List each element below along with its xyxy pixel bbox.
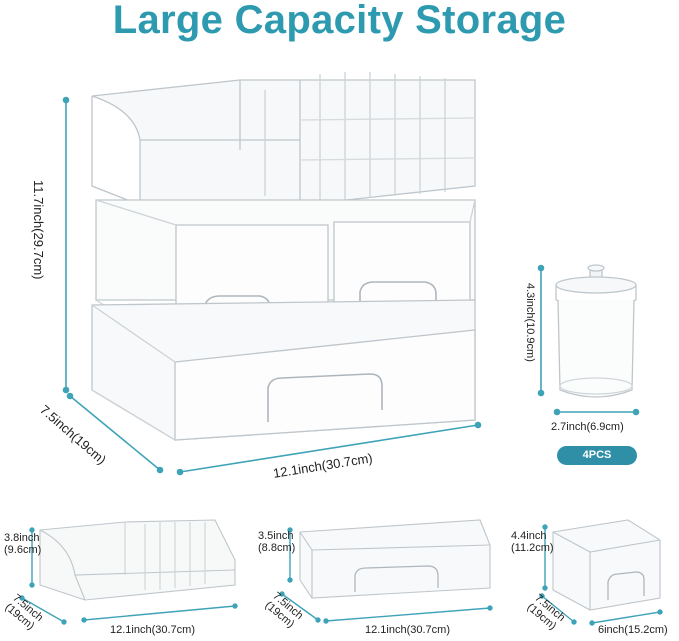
main-dimension-lines <box>62 96 482 476</box>
main-width-line <box>179 424 479 473</box>
large-drawer-height-line2: (8.8cm) <box>258 542 296 554</box>
jar-dimension-lines <box>537 264 640 416</box>
jar-diameter-label: 2.7inch(6.9cm) <box>551 421 624 433</box>
main-top-tray <box>91 72 476 219</box>
small-drawer-height-line1: 4.4inch <box>511 530 547 542</box>
small-drawer-height-label: 4.4inch (11.2cm) <box>511 530 554 554</box>
top-tray-height-label: 3.8inch (9.6cm) <box>4 532 41 556</box>
small-drawer-dimension-lines <box>539 524 663 626</box>
page-title: Large Capacity Storage <box>112 0 567 42</box>
main-organizer <box>91 72 476 441</box>
top-tray-height-line1: 3.8inch <box>4 532 40 544</box>
main-depth-line <box>69 395 161 471</box>
main-bottom-drawer <box>91 299 476 441</box>
quantity-badge: 4PCS <box>557 446 637 465</box>
top-tray-dimension-lines <box>19 527 238 625</box>
small-drawer-thumbnail <box>552 519 661 611</box>
large-drawer-height-line1: 3.5inch <box>258 530 294 542</box>
large-drawer-thumbnail <box>299 519 491 599</box>
large-drawer-width-label: 12.1inch(30.7cm) <box>365 624 450 636</box>
small-drawer-width-label: 6inch(15.2cm) <box>598 624 668 636</box>
jar-height-label: 4.3inch(10.9cm) <box>524 283 536 362</box>
large-drawer-dimension-lines <box>279 527 493 624</box>
top-tray-height-line2: (9.6cm) <box>4 544 42 556</box>
large-drawer-height-label: 3.5inch (8.8cm) <box>258 530 295 554</box>
top-tray-width-label: 12.1inch(30.7cm) <box>110 624 195 636</box>
main-height-label: 11.7inch(29.7cm) <box>31 180 46 280</box>
small-drawer-height-line2: (11.2cm) <box>511 542 554 554</box>
cotton-jar <box>555 264 637 398</box>
top-tray-thumbnail <box>39 519 236 601</box>
